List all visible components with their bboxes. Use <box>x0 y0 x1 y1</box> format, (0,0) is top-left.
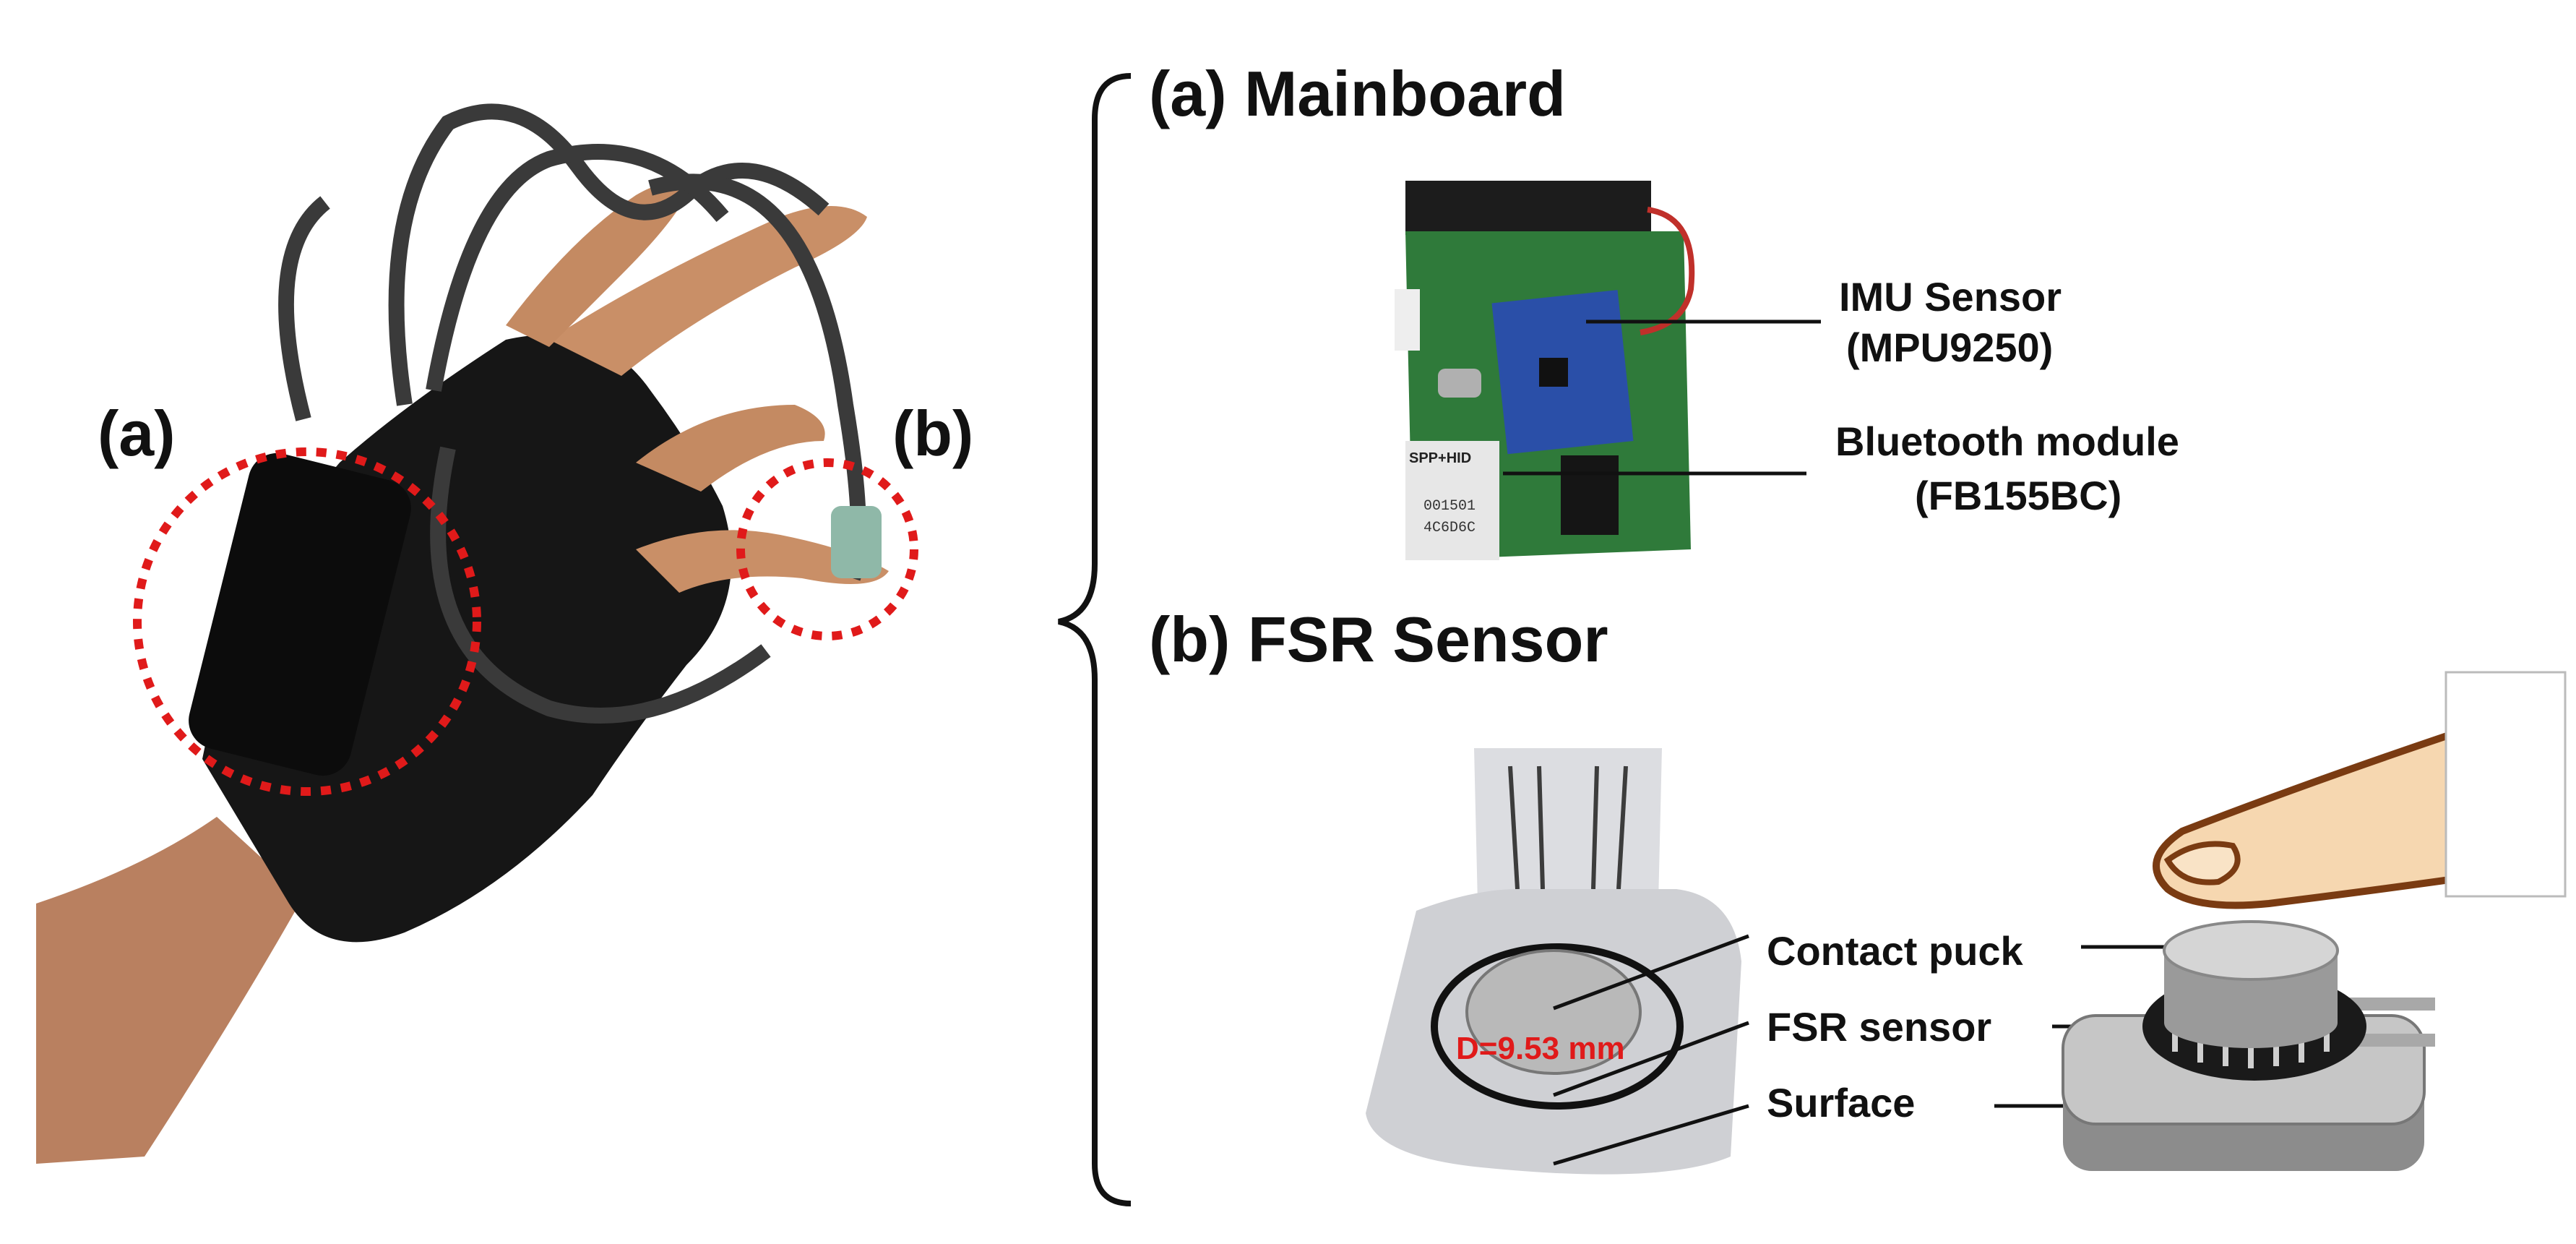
diameter-label: D=9.53 mm <box>1456 1031 1625 1066</box>
fsr-title: (b) FSR Sensor <box>1149 604 1608 675</box>
thumb <box>636 530 889 593</box>
board-ic <box>1561 455 1619 535</box>
fsr-sensor-label: FSR sensor <box>1767 1004 1991 1050</box>
imu-chip <box>1539 358 1568 387</box>
contact-puck-photo <box>1465 949 1642 1075</box>
fsr-photo-pointers <box>1553 934 1749 1166</box>
imu-label-line1: IMU Sensor <box>1839 274 2062 319</box>
schematic-lead-1 <box>2348 998 2435 1011</box>
fsr-photo: D=9.53 mm <box>1366 748 1741 1175</box>
battery-wire <box>1640 207 1695 335</box>
label-a: (a) <box>98 398 176 469</box>
curly-brace <box>1058 73 1132 1206</box>
fsr-schematic <box>2062 671 2567 1171</box>
label-b: (b) <box>892 398 973 469</box>
schematic-puck-bottom <box>2164 998 2338 1048</box>
highlight-circle-a <box>133 447 481 796</box>
crystal <box>1438 369 1481 398</box>
fsr-traces <box>1508 765 1628 890</box>
mainboard-photo: SPP+HID 001501 4C6D6C <box>1395 181 1695 560</box>
fsr-tail <box>1474 748 1662 904</box>
schematic-finger-cover <box>2444 671 2567 898</box>
side-connector <box>1395 289 1420 351</box>
bt-module-text-1: 001501 <box>1423 498 1476 515</box>
bluetooth-label-line1: Bluetooth module <box>1835 419 2179 464</box>
schematic-lead-2 <box>2348 1034 2435 1047</box>
bt-module-text-2: 4C6D6C <box>1423 520 1476 536</box>
bluetooth-label-line2: (FB155BC) <box>1915 473 2121 518</box>
highlight-circle-b <box>736 458 918 640</box>
bluetooth-module <box>1405 441 1499 560</box>
index-finger <box>549 206 867 376</box>
forearm <box>36 817 303 1164</box>
imu-label-line2: (MPU9250) <box>1846 325 2053 370</box>
mainboard-case <box>189 452 411 776</box>
schematic-puck-top <box>2163 920 2339 981</box>
bt-module-sticker: SPP+HID <box>1409 450 1471 466</box>
ring-finger <box>636 405 825 492</box>
pin-header <box>1405 181 1651 235</box>
surface-label: Surface <box>1767 1080 1915 1125</box>
middle-finger <box>506 184 686 347</box>
schematic-fingernail <box>2163 841 2241 885</box>
fingertip-sensor <box>831 506 882 578</box>
contact-puck-label: Contact puck <box>1767 928 2024 974</box>
mainboard-title: (a) Mainboard <box>1149 58 1566 129</box>
glove-photo: (a) (b) <box>36 103 973 1164</box>
fsr-sensing-ring <box>1431 943 1684 1110</box>
